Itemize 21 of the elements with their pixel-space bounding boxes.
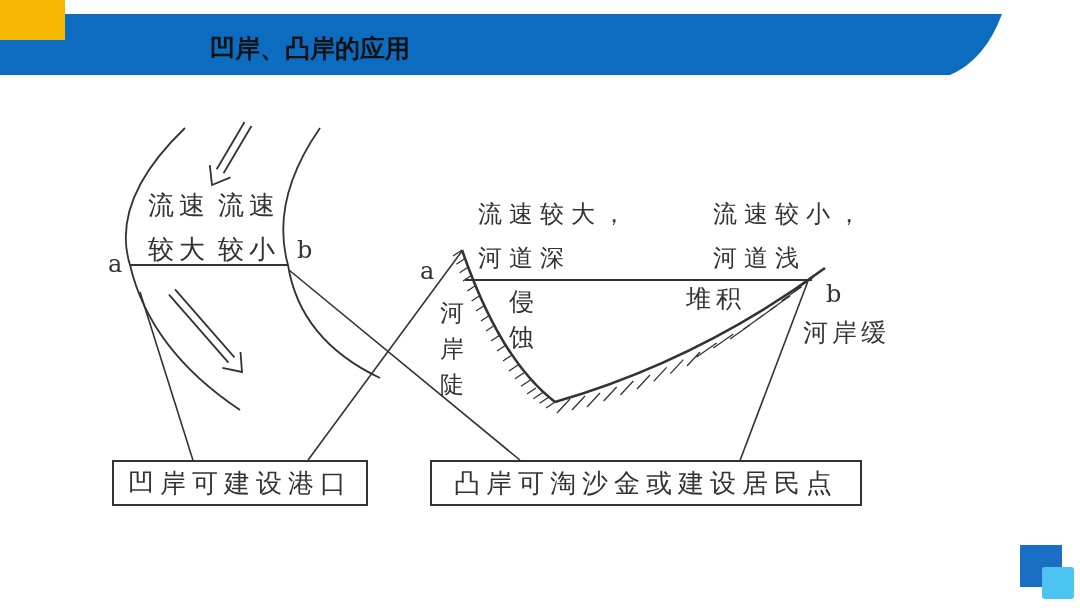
leader-line bbox=[739, 280, 809, 461]
cross-section-line bbox=[129, 264, 289, 266]
point-label: b bbox=[826, 280, 842, 309]
point-label: a bbox=[108, 250, 123, 279]
process-label: 侵蚀 bbox=[509, 286, 534, 355]
flow-speed-label: 流速较小 bbox=[218, 189, 280, 267]
point-label: a bbox=[420, 257, 435, 286]
flow-speed-label: 流速较大 bbox=[148, 189, 210, 267]
leader-line bbox=[139, 291, 194, 461]
river-bank-curve bbox=[282, 127, 381, 379]
note-box: 凹岸可建设港口 bbox=[112, 460, 368, 506]
water-level-line bbox=[464, 279, 813, 281]
point-label: b bbox=[297, 236, 313, 265]
leader-line bbox=[288, 269, 521, 461]
channel-note: 流速较大，河道深 bbox=[478, 199, 634, 275]
slide-title: 凹岸、凸岸的应用 bbox=[210, 33, 410, 65]
bank-label: 河岸陡 bbox=[440, 298, 464, 401]
process-label: 堆积 bbox=[686, 284, 746, 314]
leader-line bbox=[307, 250, 463, 461]
note-box: 凸岸可淘沙金或建设居民点 bbox=[430, 460, 862, 506]
bank-label: 河岸缓 bbox=[803, 318, 890, 348]
